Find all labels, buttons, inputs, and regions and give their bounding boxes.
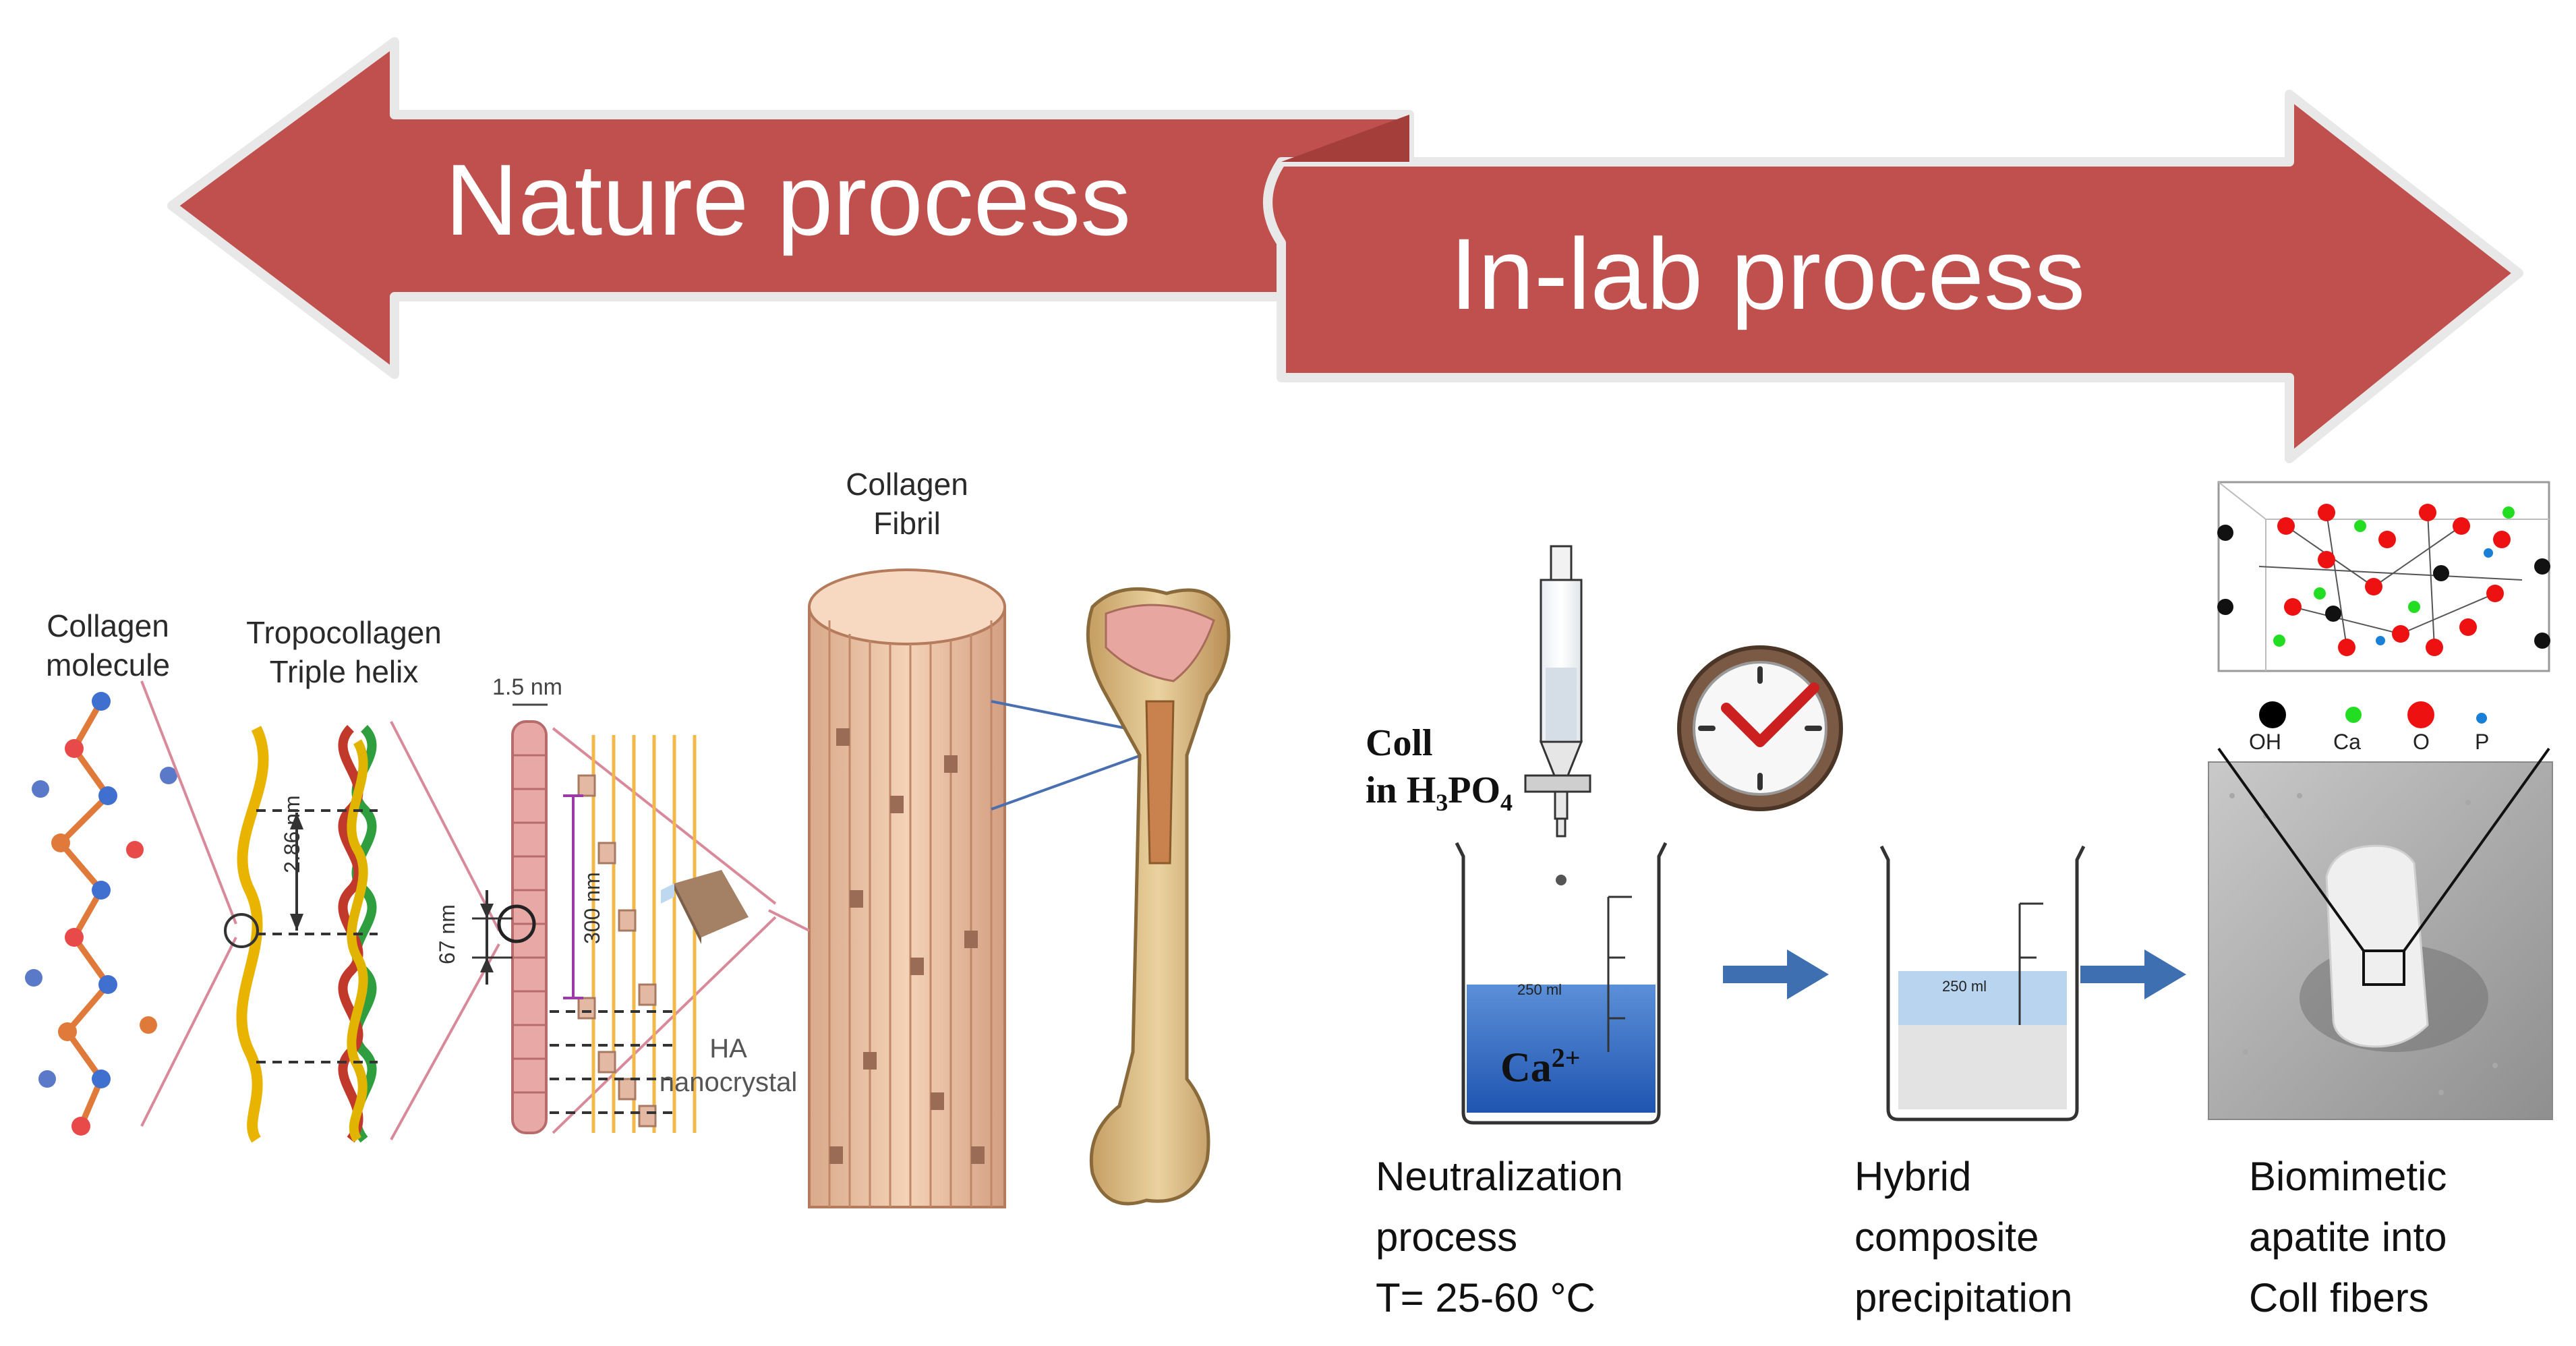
clock-icon [1677,645,1843,811]
beaker-neutralization [1455,842,1668,1125]
hybrid-caption: Hybrid composite precipitation [1854,1154,2073,1320]
in-lab-process-label: In-lab process [1450,217,2086,330]
staggered-fibril-array [591,735,697,1133]
coll-label: Coll [1366,722,1433,764]
dimension-2-86-nm: 2.86 nm [280,795,304,873]
legend-dot-p [2476,713,2487,724]
arrow-ribbon-fold [1281,115,1409,162]
legend-dot-oh [2259,701,2286,728]
dimension-1-5-nm: 1.5 nm [492,674,562,700]
beaker-volume-mark-1: 250 ml [1517,981,1562,998]
collagen-fibril-bundle [808,568,1006,1208]
legend-dot-o [2407,701,2434,728]
dimension-300-nm: 300 nm [580,872,604,944]
burette [1524,545,1591,885]
process-arrow-1 [1723,949,1829,999]
tropocollagen-label: Tropocollagen Triple helix [246,615,442,689]
nature-process-label: Nature process [445,143,1132,256]
tropocollagen-strand [236,726,269,1143]
legend-label-ca: Ca [2333,730,2361,754]
neutralization-caption: Neutralization process T= 25-60 °C [1376,1154,1623,1320]
microfibril-column [511,720,548,1134]
dimension-67-nm: 67 nm [435,904,459,964]
collagen-molecule-label: Collagen molecule [45,608,171,682]
in-lab-process-arrow [1263,90,2523,463]
ha-nanocrystal-label: HA nanocrystal [659,1034,798,1097]
beaker-volume-mark-2: 250 ml [1942,978,1987,995]
ha-nanocrystal-block [661,870,749,944]
biomimetic-caption: Biomimetic apatite into Coll fibers [2249,1154,2447,1320]
legend-label-oh: OH [2249,730,2281,754]
calcium-ion-label: Ca2+ [1500,1043,1581,1091]
in-h3po4-label: in H3PO4 [1366,769,1513,817]
process-arrow-2 [2080,949,2186,999]
collagen-molecule-illustration [25,692,177,1136]
femur-bone [1086,587,1231,1206]
legend-label-p: P [2475,730,2490,754]
legend-dot-ca [2345,707,2362,723]
collagen-fibril-label: Collagen Fibril [846,467,968,541]
apatite-crystal-structure [2217,481,2550,672]
legend-label-o: O [2413,730,2430,754]
beaker-hybrid [1879,845,2086,1121]
